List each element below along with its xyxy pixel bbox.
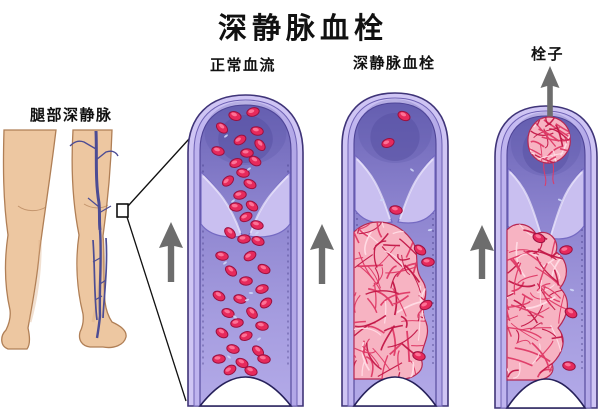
magnifier-callout-lines	[116, 138, 190, 402]
up-arrow-icon-2	[310, 224, 334, 284]
leg-deep-vein-label: 腿部深静脉	[30, 106, 113, 124]
red-blood-cells	[211, 107, 273, 376]
up-arrow-icon-3	[470, 225, 494, 279]
page-title: 深静脉血栓	[217, 11, 388, 45]
panel-label-embolus: 栓子	[531, 45, 565, 63]
up-arrow-icon-1	[159, 222, 183, 282]
red-blood-cells	[532, 198, 578, 371]
up-arrow-icon-embolus	[540, 66, 560, 152]
flow-arrows	[159, 222, 494, 284]
embolus-clot-ball	[527, 116, 571, 187]
panel-label-dvt: 深静脉血栓	[353, 54, 436, 72]
vein-tube-normal-flow	[187, 94, 304, 407]
red-blood-cells	[379, 110, 435, 361]
vein-tube-dvt	[341, 92, 449, 407]
legs-illustration	[1, 129, 127, 350]
leg-deep-vein-lines	[69, 130, 119, 339]
panel-label-normal-flow: 正常血流	[210, 56, 277, 74]
